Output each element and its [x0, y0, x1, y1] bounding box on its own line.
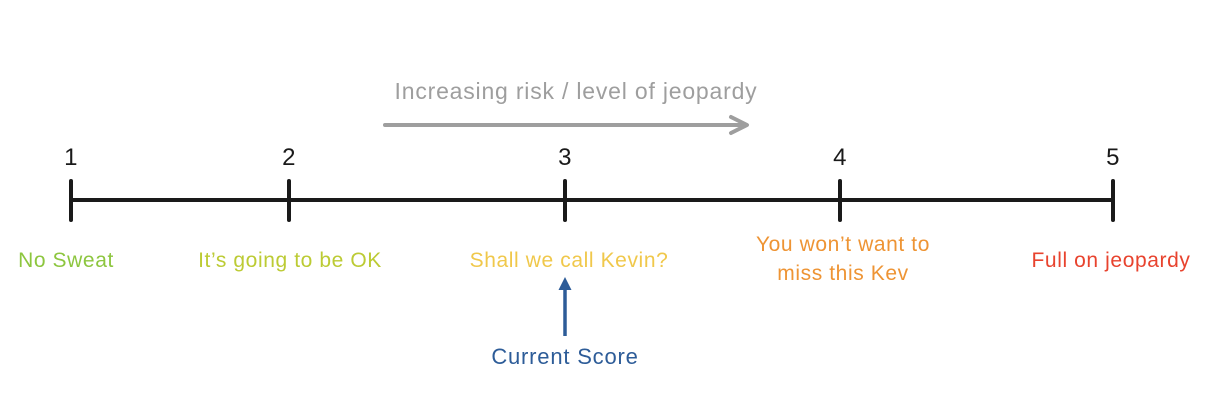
label-going-to-be-ok: It’s going to be OK: [198, 249, 382, 272]
scale-number-3: 3: [558, 144, 572, 171]
scale-number-5: 5: [1106, 144, 1120, 171]
label-call-kevin: Shall we call Kevin?: [469, 249, 669, 272]
scale-number-1: 1: [64, 144, 78, 171]
axis-baseline: [69, 198, 1115, 202]
tick-2: [287, 179, 291, 222]
current-score-label: Current Score: [491, 344, 639, 369]
scale-number-2: 2: [282, 144, 296, 171]
tick-5: [1111, 179, 1115, 222]
tick-3: [563, 179, 567, 222]
tick-4: [838, 179, 842, 222]
increasing-risk-title: Increasing risk / level of jeopardy: [394, 78, 758, 104]
label-full-jeopardy: Full on jeopardy: [1031, 249, 1191, 272]
label-no-sweat: No Sweat: [18, 249, 114, 272]
tick-1: [69, 179, 73, 222]
increasing-risk-arrow-icon: [383, 114, 755, 141]
current-score-arrow-icon: [554, 276, 576, 343]
scale-number-4: 4: [833, 144, 847, 171]
label-miss-this-kev: You won’t want to miss this Kev: [755, 233, 931, 285]
